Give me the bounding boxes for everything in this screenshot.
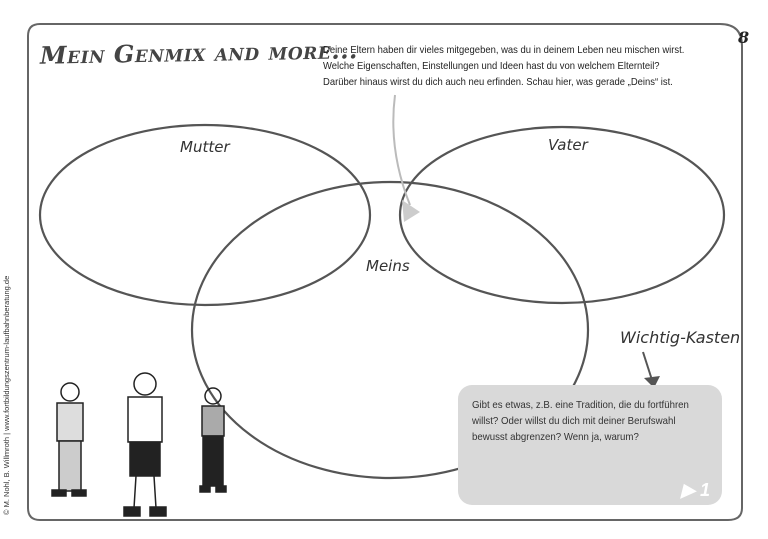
page-frame [27, 23, 743, 521]
intro-line: Welche Eigenschaften, Einstellungen und … [323, 60, 660, 72]
arrow-head-icon [644, 376, 660, 388]
family-figures [51, 372, 227, 517]
arrow-to-box [642, 351, 653, 381]
important-box: Gibt es etwas, z.B. eine Tradition, die … [458, 385, 722, 505]
important-box-text: Gibt es etwas, z.B. eine Tradition, die … [472, 399, 689, 443]
mine-circle[interactable] [190, 180, 590, 480]
page-title: Mein Genmix and more... [39, 35, 359, 70]
important-box-marker: ▶ 1 [681, 480, 710, 500]
important-box-label: Wichtig-Kasten [620, 328, 741, 347]
arrow-head-icon [402, 200, 420, 222]
mother-circle[interactable] [38, 123, 372, 307]
father-label: Vater [548, 136, 588, 154]
copyright: © M. Nohl, B. Willmroth | www.fortbildun… [2, 275, 11, 515]
intro-line: Deine Eltern haben dir vieles mitgegeben… [323, 44, 685, 56]
intro-line: Darüber hinaus wirst du dich auch neu er… [323, 76, 673, 88]
page-number: 8 [738, 28, 750, 47]
mother-label: Mutter [180, 138, 230, 156]
mother-figure [199, 387, 227, 493]
father-figure [51, 382, 87, 497]
father-circle[interactable] [398, 125, 726, 305]
mine-label: Meins [366, 257, 410, 275]
arrow-to-center [392, 94, 411, 206]
intro-text: Deine Eltern haben dir vieles mitgegeben… [323, 42, 684, 90]
child-figure [123, 372, 167, 517]
